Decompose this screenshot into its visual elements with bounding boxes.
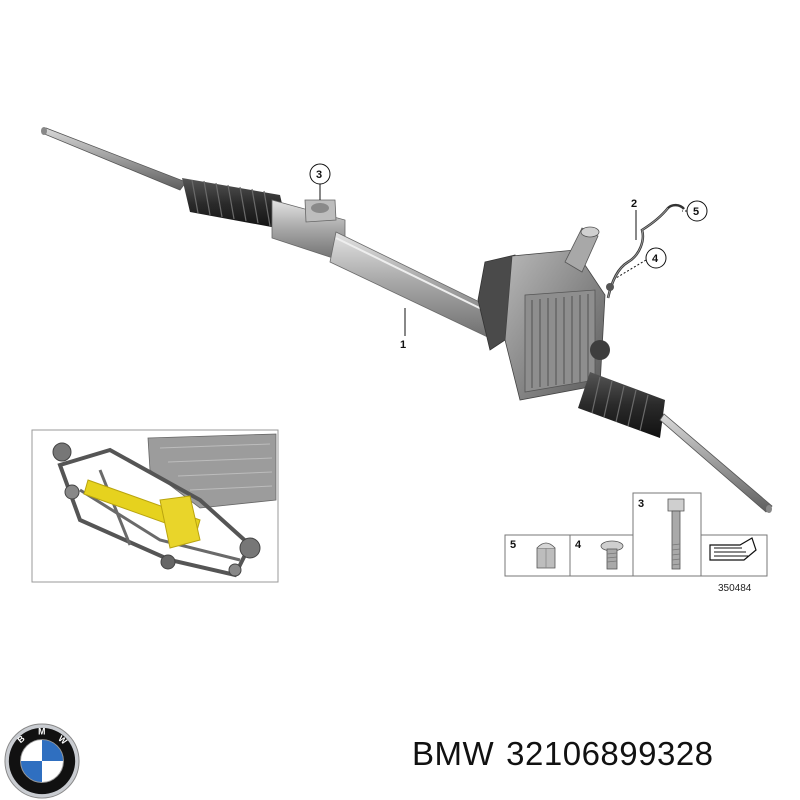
- right-bellow-boot: [578, 372, 665, 438]
- callout-5-text: 5: [693, 206, 699, 218]
- left-tie-rod: [41, 127, 187, 191]
- diagram-reference-number: 350484: [718, 583, 752, 594]
- legend-3-label: 3: [638, 498, 644, 510]
- direction-arrow-icon: [709, 537, 757, 561]
- right-tie-rod: [659, 413, 773, 513]
- left-bellow-boot: [182, 178, 288, 230]
- legend-4-label: 4: [575, 539, 582, 551]
- vehicle-location-inset: [31, 429, 279, 583]
- fastener-legend: 5 4 3: [504, 492, 768, 594]
- callout-2: 2: [631, 198, 637, 240]
- callout-3: 3: [309, 163, 331, 200]
- nut-icon: [536, 542, 556, 569]
- callout-4-text: 4: [652, 253, 659, 265]
- steering-rack-assembly: [41, 127, 773, 513]
- bmw-logo-icon: B M W: [4, 723, 80, 799]
- callout-1: 1: [400, 308, 406, 351]
- legend-5-label: 5: [510, 539, 516, 551]
- callout-5: 5: [682, 200, 708, 222]
- part-number: 32106899328: [506, 735, 714, 772]
- brand-name: BMW: [412, 735, 495, 772]
- callout-2-text: 2: [631, 198, 637, 210]
- callout-3-text: 3: [316, 169, 322, 181]
- svg-text:M: M: [38, 727, 45, 737]
- bolt-icon: [667, 498, 685, 570]
- brand-part-number-line: BMW 32106899328: [412, 735, 726, 773]
- svg-text:B: B: [15, 733, 26, 745]
- rack-main-tube: [329, 231, 501, 341]
- electric-motor-gearbox: [477, 226, 610, 401]
- wiring-cable: [606, 203, 685, 299]
- callout-1-text: 1: [400, 339, 406, 351]
- callout-4: 4: [615, 247, 667, 279]
- screw-icon: [600, 540, 624, 570]
